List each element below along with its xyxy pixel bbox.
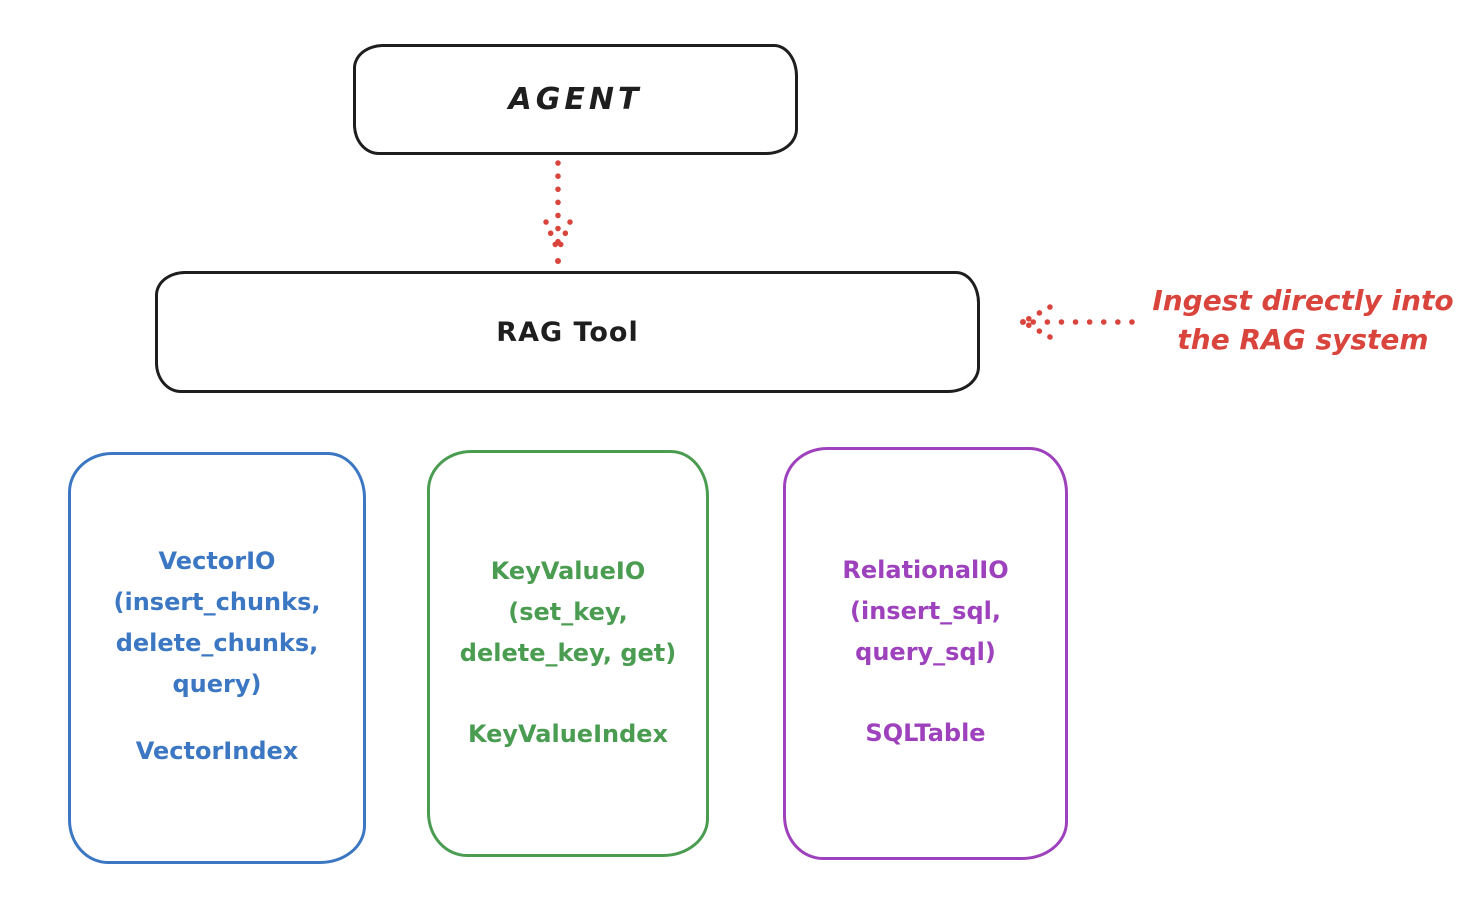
vector-io-method-line: delete_chunks,	[115, 629, 319, 657]
annotation-line-1: Ingest directly into	[1152, 284, 1454, 317]
relational-io-method-line: query_sql)	[855, 638, 996, 666]
vector-io-method-line: query)	[172, 670, 262, 698]
vector-io-box: VectorIO (insert_chunks, delete_chunks, …	[68, 452, 366, 864]
vector-io-methods: VectorIO (insert_chunks, delete_chunks, …	[71, 541, 363, 705]
agent-to-rag-arrow-icon	[542, 160, 574, 266]
annotation-arrow-icon	[1018, 300, 1136, 344]
relational-io-box: RelationalIO (insert_sql, query_sql) SQL…	[783, 447, 1068, 860]
annotation-text: Ingest directly into the RAG system	[1128, 281, 1478, 359]
vector-io-method-line: (insert_chunks,	[113, 588, 321, 616]
agent-box: AGENT	[353, 44, 798, 155]
relational-io-title: RelationalIO	[842, 556, 1009, 584]
keyvalue-io-method-line: (set_key,	[508, 598, 628, 626]
keyvalue-io-methods: KeyValueIO (set_key, delete_key, get)	[430, 551, 706, 674]
sql-table-label: SQLTable	[865, 719, 986, 747]
keyvalue-io-method-line: delete_key, get)	[459, 639, 677, 667]
rag-tool-label: RAG Tool	[496, 316, 639, 348]
vector-index-label: VectorIndex	[135, 737, 299, 765]
relational-io-methods: RelationalIO (insert_sql, query_sql)	[786, 550, 1065, 673]
annotation-line-2: the RAG system	[1177, 323, 1429, 356]
agent-label: AGENT	[508, 82, 643, 117]
keyvalue-io-title: KeyValueIO	[490, 557, 646, 585]
rag-tool-box: RAG Tool	[155, 271, 980, 393]
vector-io-title: VectorIO	[158, 547, 276, 575]
relational-io-method-line: (insert_sql,	[850, 597, 1001, 625]
keyvalue-io-box: KeyValueIO (set_key, delete_key, get) Ke…	[427, 450, 709, 857]
keyvalue-index-label: KeyValueIndex	[467, 720, 669, 748]
